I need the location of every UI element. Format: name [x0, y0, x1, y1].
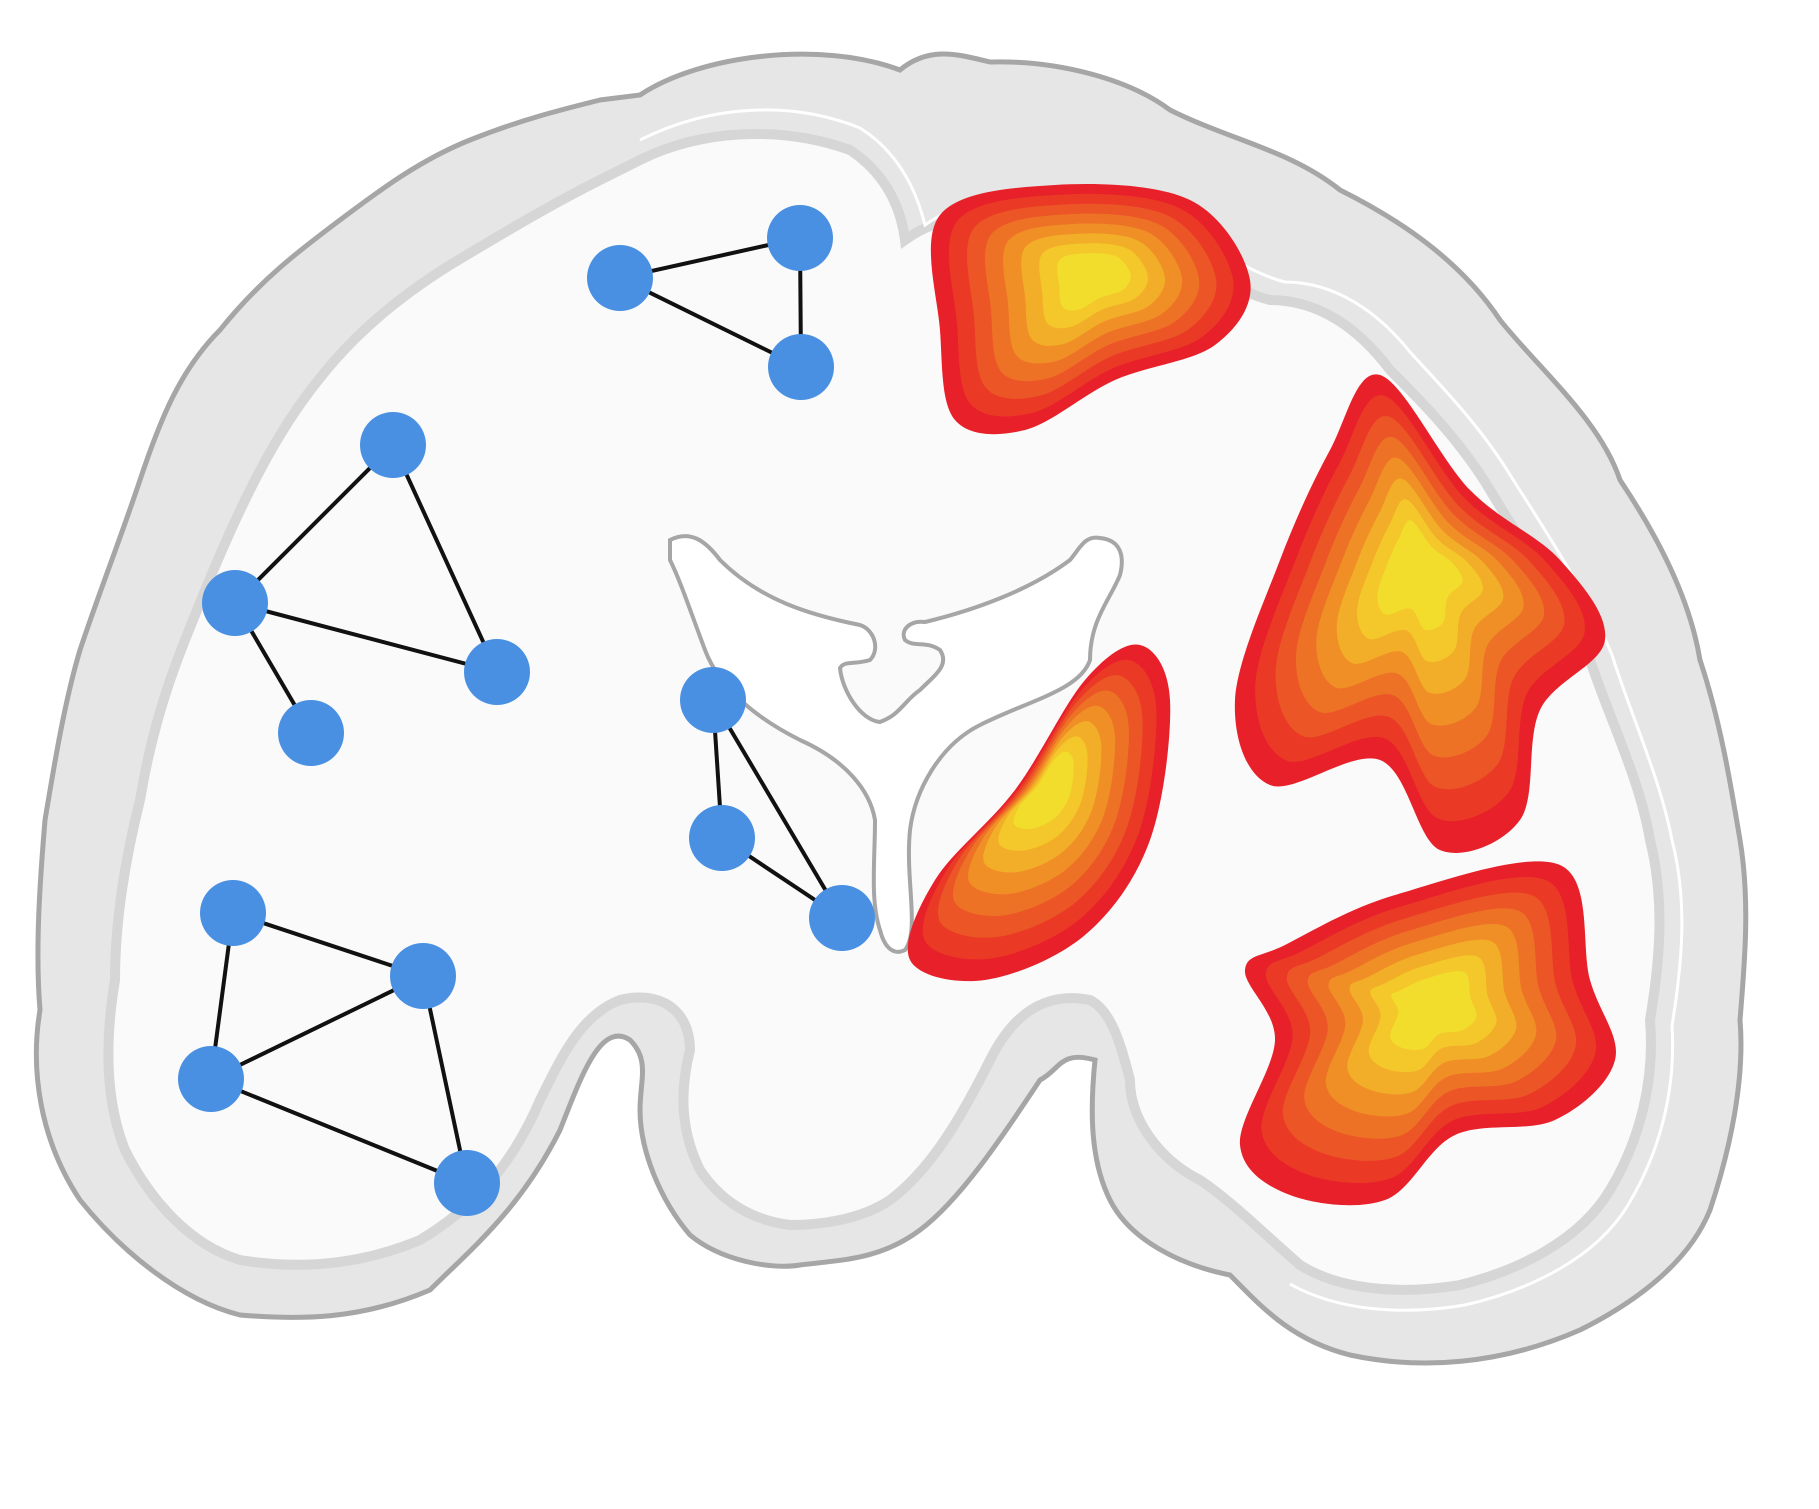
temporal-network-edge: [210, 1077, 468, 1185]
cortex-inner-edge: [639, 108, 1684, 1312]
blob-superior-frontal-layer: [1057, 253, 1131, 311]
parietal-network-edge: [391, 444, 499, 673]
frontal-network-node: [768, 334, 834, 400]
temporal-network-node: [178, 1046, 244, 1112]
temporal-network-edge: [232, 911, 424, 978]
subcortical-network-node: [680, 667, 746, 733]
blob-putamen: [907, 644, 1171, 982]
activation-blobs: [907, 184, 1616, 1206]
subcortical-network-node: [689, 805, 755, 871]
parietal-network-edge: [234, 601, 498, 674]
ventricles: [668, 534, 1124, 954]
parietal-network-node: [278, 700, 344, 766]
temporal-network-node: [200, 880, 266, 946]
parietal-network-node: [464, 639, 530, 705]
parietal-network-node: [202, 570, 268, 636]
network-nodes: [178, 205, 875, 1216]
frontal-network-edge: [619, 276, 802, 369]
parietal-network-node: [360, 412, 426, 478]
subcortical-network-node: [809, 885, 875, 951]
temporal-network-node: [434, 1150, 500, 1216]
temporal-network-node: [390, 943, 456, 1009]
blob-temporal-layer: [1390, 970, 1477, 1051]
frontal-network-node: [587, 245, 653, 311]
blob-temporal: [1239, 861, 1616, 1206]
blob-parietal: [1234, 374, 1606, 853]
blob-parietal-layer: [1377, 520, 1463, 631]
blob-superior-frontal: [930, 184, 1251, 435]
frontal-network-node: [767, 205, 833, 271]
subcortical-network-edge: [711, 698, 844, 920]
blob-putamen-layer: [1013, 751, 1074, 830]
temporal-network-edge: [210, 974, 424, 1081]
temporal-network-edge: [421, 975, 469, 1184]
parietal-network-edge: [233, 443, 395, 605]
lateral-ventricles: [668, 534, 1124, 954]
